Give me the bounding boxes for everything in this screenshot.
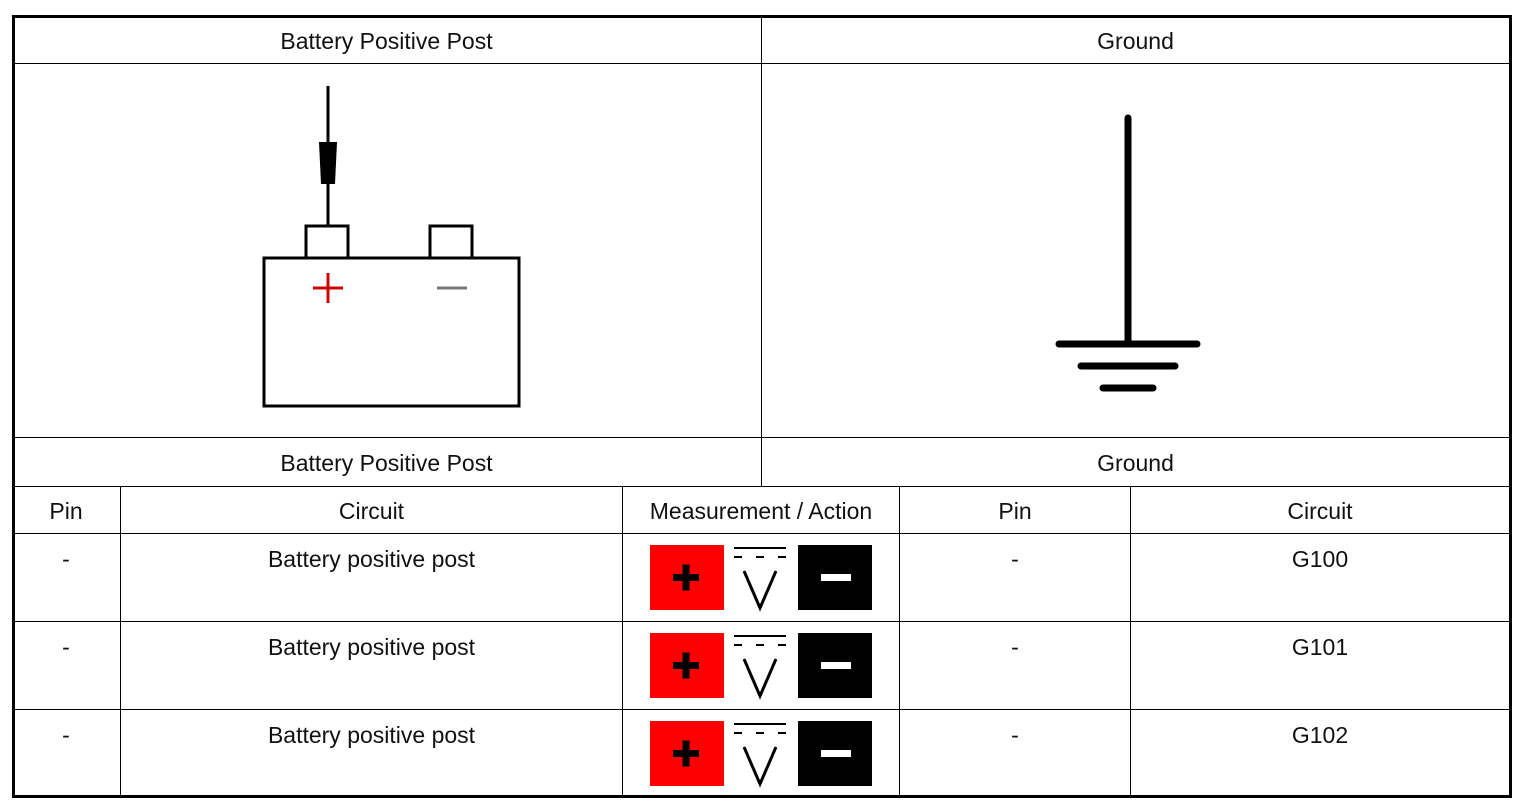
subheader-left-title: Battery Positive Post [280,450,493,476]
subheader-right-title: Ground [1097,450,1174,476]
rule-col1 [120,486,121,798]
rule-subheader-bottom [12,486,1512,487]
row3-circuit-b: G102 [1291,722,1349,748]
row2-circuit-a: Battery positive post [267,634,476,660]
rule-col3 [899,486,900,798]
meter-positive-lead-icon [650,721,724,786]
rule-image-bottom [12,437,1512,438]
dc-voltage-icon [734,635,786,700]
dc-voltage-icon [734,547,786,612]
row1-pin-a: - [62,546,70,572]
battery-with-probe-icon [262,86,521,408]
measurement-icon-row1 [650,545,872,612]
row2-pin-b: - [1011,634,1019,660]
row3-circuit-a: Battery positive post [267,722,476,748]
rule-row1-bottom [12,621,1512,622]
meter-positive-lead-icon [650,633,724,698]
meter-negative-lead-icon [798,545,872,610]
row2-circuit-b: G101 [1291,634,1349,660]
row3-pin-a: - [62,722,70,748]
meter-negative-lead-icon [798,633,872,698]
rule-row2-bottom [12,709,1512,710]
row1-circuit-a: Battery positive post [267,546,476,572]
row3-pin-b: - [1011,722,1019,748]
rule-header-bottom [12,63,1512,64]
row1-pin-b: - [1011,546,1019,572]
meter-positive-lead-icon [650,545,724,610]
dc-voltage-icon [734,723,786,788]
header-left-title: Battery Positive Post [280,28,493,54]
table-frame [12,15,1512,798]
meter-negative-lead-icon [798,721,872,786]
column-header-pin-b: Pin [998,498,1032,524]
column-header-pin-a: Pin [49,498,83,524]
rule-center [761,15,762,487]
measurement-icon-row3 [650,721,872,788]
row1-circuit-b: G100 [1291,546,1349,572]
measurement-icon-row2 [650,633,872,700]
column-header-circuit-b: Circuit [1287,498,1353,524]
ground-symbol-icon [1055,114,1201,392]
rule-columns-bottom [12,533,1512,534]
header-right-title: Ground [1097,28,1174,54]
column-header-measurement: Measurement / Action [649,498,873,524]
column-header-circuit-a: Circuit [338,498,405,524]
rule-col4 [1130,486,1131,798]
row2-pin-a: - [62,634,70,660]
rule-col2 [622,486,623,798]
